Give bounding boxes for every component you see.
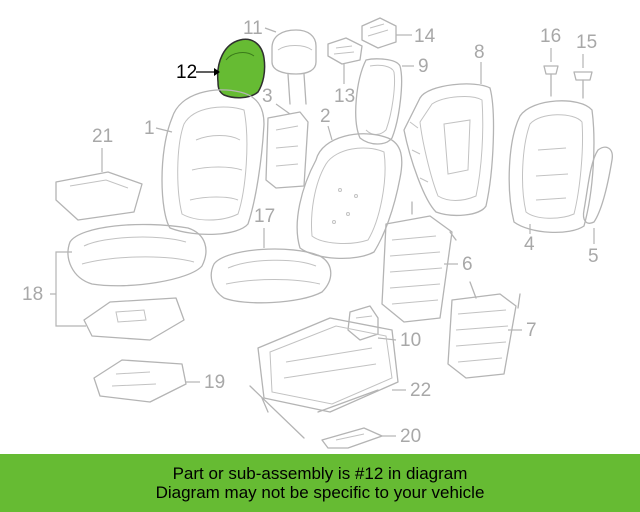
part-22-track-assembly[interactable]: [249, 317, 399, 439]
svg-text:21: 21: [92, 126, 113, 147]
callout-21: 21: [92, 126, 113, 172]
part-4-seatback-frame[interactable]: [508, 100, 595, 234]
svg-text:1: 1: [144, 118, 155, 139]
seat-parts-diagram: 12 11 14 13 9: [22, 17, 613, 449]
callout-12: 12: [176, 62, 220, 83]
svg-text:16: 16: [540, 26, 561, 47]
part-7-lumbar[interactable]: [447, 281, 521, 379]
callout-11: 11: [243, 18, 277, 39]
svg-text:10: 10: [400, 330, 421, 351]
svg-text:2: 2: [320, 106, 331, 127]
callout-16: 16: [540, 26, 561, 62]
callout-3: 3: [262, 86, 291, 115]
callout-15: 15: [576, 32, 597, 68]
svg-text:6: 6: [462, 254, 473, 275]
svg-text:19: 19: [204, 372, 225, 393]
callout-13: 13: [334, 64, 355, 107]
callout-5: 5: [588, 228, 599, 267]
svg-text:12: 12: [176, 62, 197, 83]
svg-text:4: 4: [524, 234, 535, 255]
callout-19: 19: [186, 372, 225, 393]
svg-text:7: 7: [526, 320, 537, 341]
callout-7: 7: [508, 320, 537, 341]
banner-line-part-reference: Part or sub-assembly is #12 in diagram: [172, 464, 468, 483]
part-13-bracket[interactable]: [327, 37, 363, 65]
part-17-cushion-pad[interactable]: [210, 248, 332, 304]
callout-9: 9: [402, 56, 429, 77]
part-1-seatback-cover[interactable]: [161, 89, 265, 236]
callout-2: 2: [320, 106, 333, 141]
callout-8: 8: [474, 42, 485, 84]
part-6-springs[interactable]: [381, 201, 457, 323]
svg-text:17: 17: [254, 206, 275, 227]
part-9-trim-panel[interactable]: [355, 58, 403, 145]
part-8-seatback-panel[interactable]: [403, 83, 495, 217]
part-16-clip[interactable]: [543, 65, 559, 97]
part-5-side-trim[interactable]: [582, 146, 613, 224]
svg-text:22: 22: [410, 380, 431, 401]
svg-text:13: 13: [334, 86, 355, 107]
svg-text:3: 3: [262, 86, 273, 107]
info-banner: Part or sub-assembly is #12 in diagram D…: [0, 454, 640, 512]
callout-22: 22: [392, 380, 431, 401]
banner-line-disclaimer: Diagram may not be specific to your vehi…: [155, 483, 485, 502]
svg-text:14: 14: [414, 26, 436, 47]
part-18-cushion[interactable]: [67, 223, 207, 287]
callout-20: 20: [382, 426, 421, 447]
callout-6: 6: [444, 254, 473, 275]
part-20-bracket[interactable]: [321, 427, 383, 449]
svg-text:15: 15: [576, 32, 597, 53]
svg-text:9: 9: [418, 56, 429, 77]
callout-4: 4: [524, 224, 535, 255]
part-11-headrest[interactable]: [271, 29, 317, 105]
part-19-base-plate[interactable]: [93, 359, 187, 403]
callout-17: 17: [254, 206, 275, 248]
svg-text:5: 5: [588, 246, 599, 267]
part-18-pan[interactable]: [83, 297, 185, 341]
svg-text:20: 20: [400, 426, 421, 447]
part-3-pad[interactable]: [265, 111, 309, 189]
svg-text:8: 8: [474, 42, 485, 63]
part-12-headrest-highlighted[interactable]: [216, 38, 266, 99]
part-2-seatback-pad[interactable]: [296, 133, 403, 260]
part-15-clip[interactable]: [573, 71, 593, 99]
part-21-pad[interactable]: [55, 171, 143, 221]
callout-14: 14: [396, 26, 436, 47]
callout-1: 1: [144, 118, 173, 139]
callout-10: 10: [377, 330, 421, 351]
svg-text:11: 11: [243, 18, 263, 39]
part-14-headrest-guide[interactable]: [361, 17, 397, 49]
callout-18: 18: [22, 251, 86, 327]
svg-text:18: 18: [22, 284, 43, 305]
